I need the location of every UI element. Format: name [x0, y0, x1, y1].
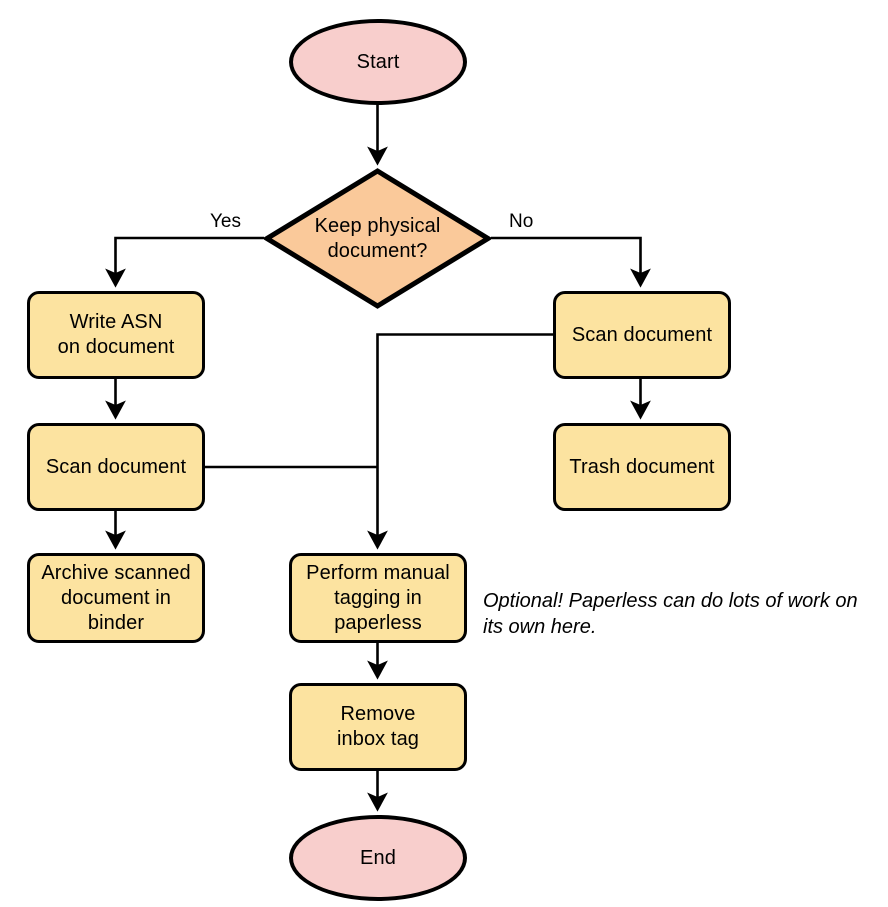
node-scan-document-right[interactable]: Scan document	[553, 291, 731, 379]
node-scan-document-right-label: Scan document	[571, 323, 713, 346]
diamond-shape	[264, 168, 491, 309]
node-scan-document-left-label: Scan document	[45, 455, 187, 478]
node-write-asn-label-line1: Write ASN	[69, 311, 163, 333]
node-perform-manual-tagging[interactable]: Perform manual tagging in paperless	[289, 553, 467, 643]
node-archive-label-line1: Archive scanned	[41, 561, 191, 584]
edge-decision-no-to-scan-right	[491, 236, 651, 288]
node-remove-inbox-label-line1: Remove	[340, 703, 416, 725]
node-trash-document-label: Trash document	[569, 455, 715, 478]
node-end-label: End	[360, 846, 396, 869]
node-remove-inbox-tag[interactable]: Remove inbox tag	[289, 683, 467, 771]
node-end[interactable]: End	[289, 815, 467, 901]
edge-label-yes: Yes	[210, 211, 241, 232]
annotation-optional-note-line2: its own here.	[483, 616, 597, 638]
node-archive-label-line3: binder	[87, 611, 145, 634]
node-trash-document[interactable]: Trash document	[553, 423, 731, 511]
node-scan-document-left[interactable]: Scan document	[27, 423, 205, 511]
node-decision-keep-physical-document[interactable]: Keep physical document?	[264, 168, 491, 309]
node-archive-scanned-document[interactable]: Archive scanned document in binder	[27, 553, 205, 643]
node-decision-label-line2: document?	[327, 239, 428, 262]
node-tagging-label-line1: Perform manual	[306, 561, 450, 584]
edge-decision-yes-to-write-asn	[105, 236, 264, 288]
node-start-label: Start	[356, 50, 400, 73]
node-write-asn-label-line2: on document	[57, 336, 175, 358]
edge-label-no: No	[509, 211, 534, 232]
annotation-optional-note: Optional! Paperless can do lots of work …	[483, 588, 887, 640]
node-decision-label-line1: Keep physical	[314, 214, 441, 237]
node-start[interactable]: Start	[289, 19, 467, 105]
annotation-optional-note-line1: Optional! Paperless can do lots of work …	[483, 590, 858, 612]
node-remove-inbox-label-line2: inbox tag	[336, 728, 420, 750]
node-archive-label-line2: document in	[60, 586, 172, 609]
edge-scan-right-to-tagging	[367, 333, 553, 550]
node-write-asn-on-document[interactable]: Write ASN on document	[27, 291, 205, 379]
node-tagging-label-line3: paperless	[334, 611, 422, 634]
node-tagging-label-line2: tagging in	[334, 586, 422, 609]
